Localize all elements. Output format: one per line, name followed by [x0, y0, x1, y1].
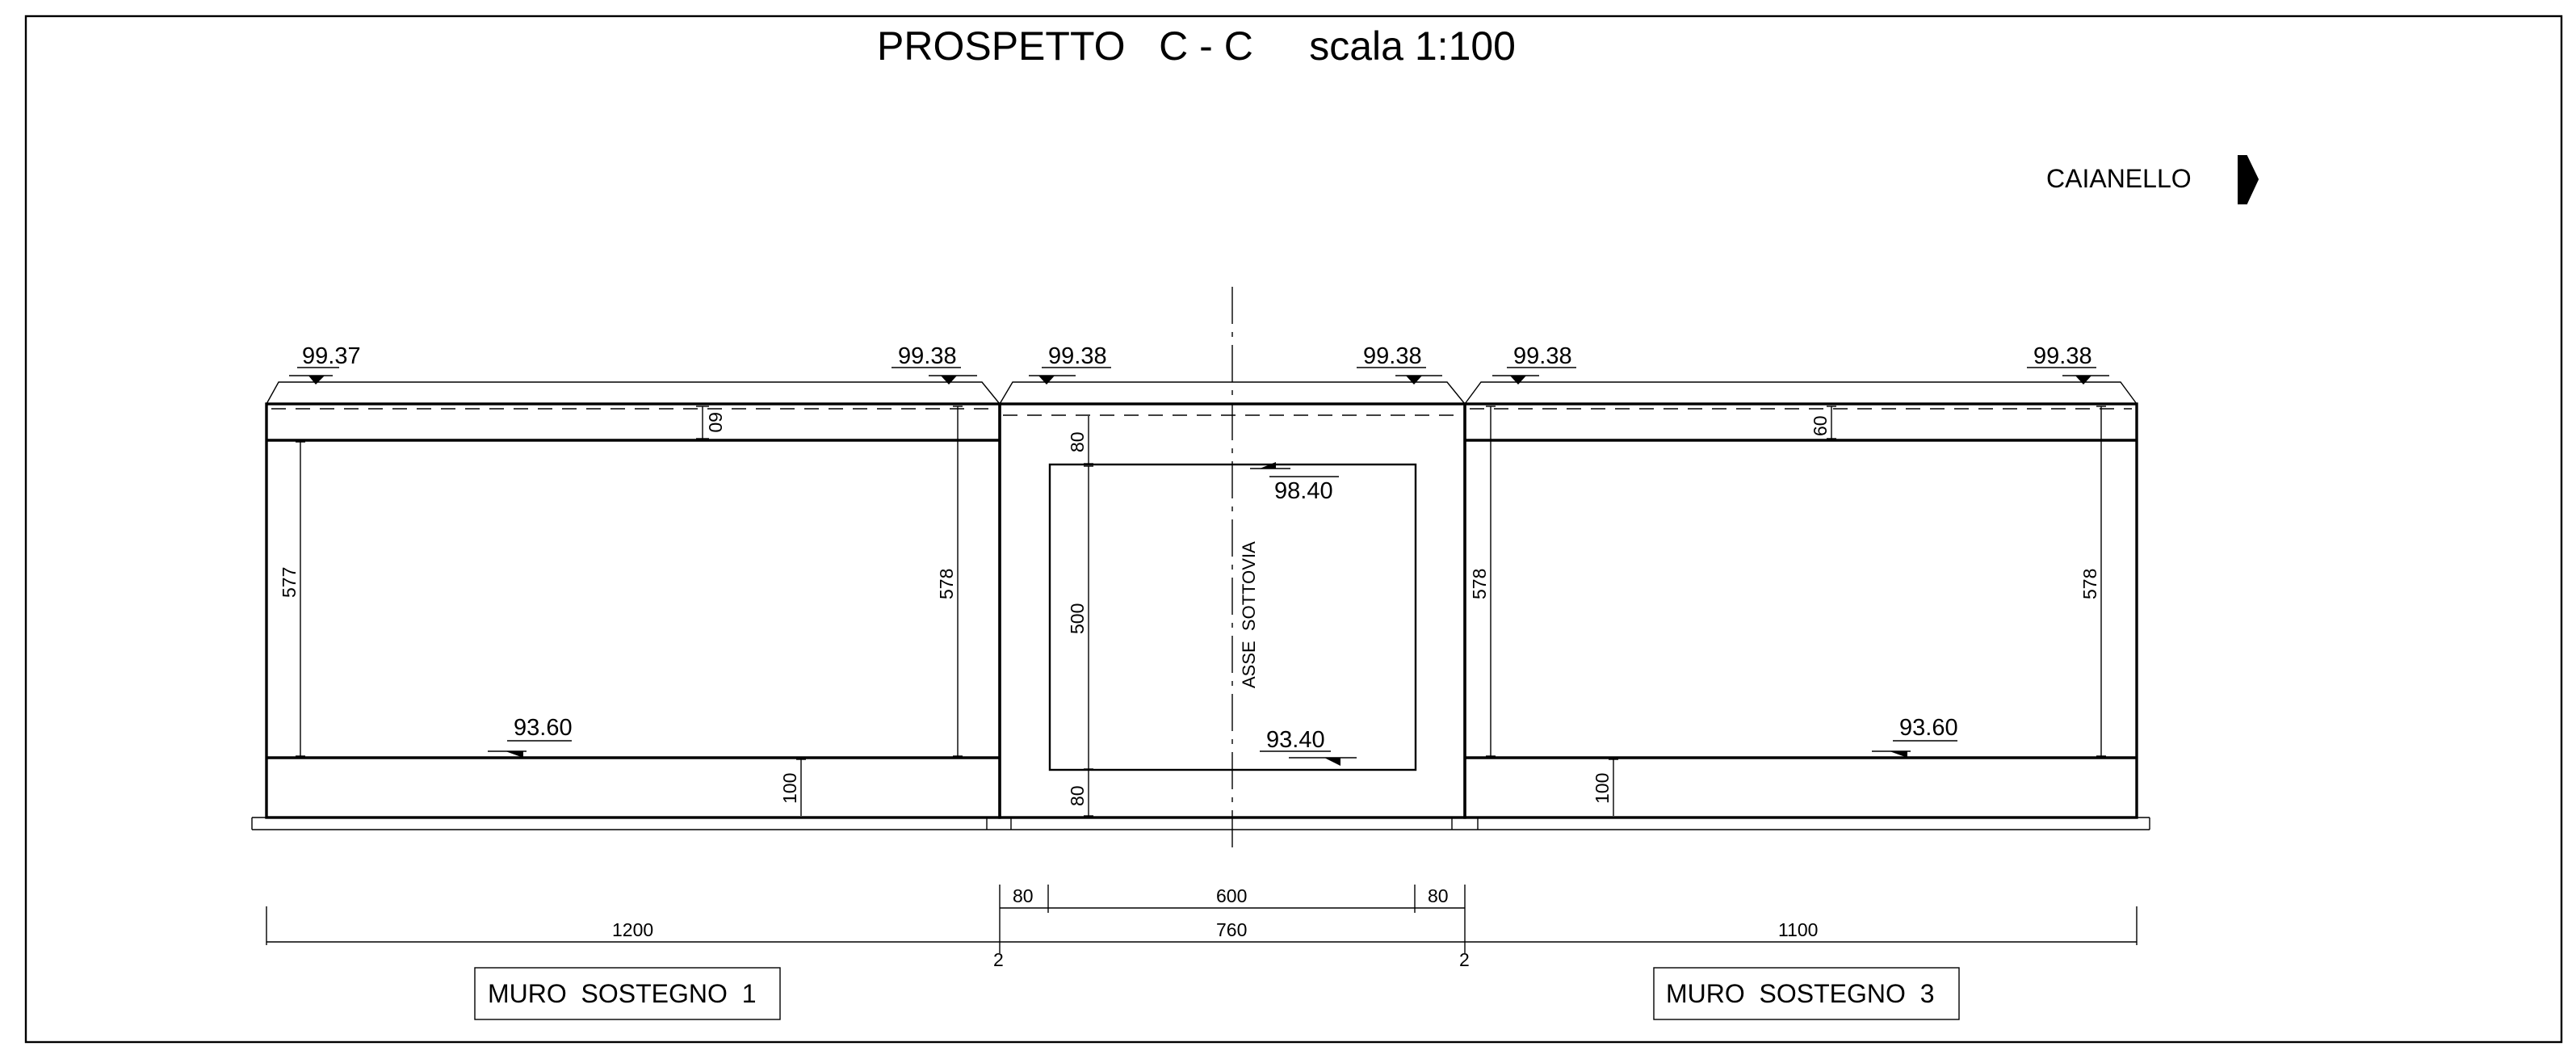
- dimension-line: 100: [1592, 759, 1618, 816]
- dimension-line: 760: [1000, 919, 1465, 943]
- dimension-line: 578: [936, 406, 963, 757]
- muro-label-text: MURO SOSTEGNO 3: [1666, 979, 1934, 1008]
- dimension-line: 80: [1415, 885, 1465, 909]
- underpass-axis: ASSE SOTTOVIA: [1231, 287, 1259, 852]
- dimension-line: 1200: [266, 919, 1000, 943]
- dimension-value: 100: [1592, 773, 1613, 804]
- dimension-value: 1100: [1778, 919, 1818, 940]
- elevation-value: 99.38: [2033, 343, 2092, 369]
- dimension-value: 80: [1067, 785, 1088, 806]
- axis-label: ASSE SOTTOVIA: [1239, 541, 1259, 688]
- dimension-value: 1200: [612, 919, 653, 940]
- dimension-line: 100: [779, 759, 806, 816]
- vertical-dimensions: 60 577 578 100 80: [279, 406, 2106, 817]
- elevation-value: 99.37: [302, 343, 361, 369]
- dimension-line: 577: [279, 441, 305, 757]
- dimension-value: 577: [279, 567, 300, 598]
- muro-label-left: MURO SOSTEGNO 1: [474, 967, 781, 1020]
- elevation-marker: 99.38: [1492, 343, 1576, 385]
- dimension-line: 60: [1810, 406, 1836, 439]
- elevation-marker: 99.37: [289, 343, 361, 385]
- dimension-line: 80: [1067, 771, 1093, 817]
- elevation-marker: 99.38: [1357, 343, 1442, 385]
- elevation-marker: 99.38: [892, 343, 977, 385]
- dimension-value: 2: [993, 949, 1004, 970]
- dimension-value: 600: [1216, 885, 1247, 906]
- direction-label: CAIANELLO: [2046, 164, 2192, 193]
- dimension-value: 100: [779, 773, 800, 804]
- dimension-line: 500: [1067, 465, 1093, 770]
- dimension-value: 500: [1067, 603, 1088, 634]
- elevation-value: 93.40: [1266, 727, 1325, 753]
- elevation-marker: 93.60: [1872, 715, 1958, 758]
- elevation-value: 93.60: [514, 715, 573, 741]
- direction-indicator: CAIANELLO: [2046, 155, 2259, 204]
- sheet-border: [24, 15, 2563, 1044]
- right-retaining-wall: [1463, 381, 2138, 819]
- elevation-marker: 99.38: [1029, 343, 1111, 385]
- elevation-marker: 99.38: [2027, 343, 2109, 385]
- dimension-value: 80: [1013, 885, 1034, 906]
- dimension-line: 1100: [1465, 919, 2137, 943]
- dimension-line: 60: [696, 406, 726, 439]
- dimension-value: 760: [1216, 919, 1247, 940]
- dimension-line: 80: [1000, 885, 1048, 909]
- drawing-title: PROSPETTO C - C scala 1:100: [877, 23, 1516, 69]
- dimension-value: 2: [1459, 949, 1470, 970]
- dimension-value: 578: [2079, 569, 2100, 599]
- elevation-value: 93.60: [1899, 715, 1958, 741]
- left-retaining-wall: [265, 381, 1001, 819]
- dimension-value: 578: [1469, 569, 1490, 599]
- dimension-line: 600: [1048, 885, 1415, 909]
- dimension-line: 578: [1469, 406, 1496, 757]
- dimension-value: 80: [1428, 885, 1449, 906]
- dimension-value: 80: [1067, 431, 1088, 452]
- dimension-value: 60: [705, 412, 726, 433]
- ground-strip: [251, 817, 2150, 830]
- elevation-value: 99.38: [1363, 343, 1422, 369]
- direction-arrow-icon: [2238, 155, 2259, 204]
- elevation-value: 99.38: [898, 343, 957, 369]
- dimension-value: 578: [936, 569, 957, 599]
- elevation-value: 99.38: [1513, 343, 1572, 369]
- elevation-marker: 98.40: [1250, 462, 1339, 504]
- muro-label-text: MURO SOSTEGNO 1: [488, 979, 756, 1008]
- horizontal-dimensions: 80 600 80 1200 760 1100 2 2: [266, 885, 2138, 970]
- elevation-markers: 99.37 99.38 99.38 99.38 99.38: [289, 343, 2109, 766]
- dimension-line: 578: [2079, 406, 2106, 757]
- elevation-marker: 93.60: [488, 715, 573, 758]
- dimension-value: 60: [1810, 415, 1831, 436]
- elevation-marker: 93.40: [1260, 727, 1357, 766]
- dimension-line: 80: [1067, 416, 1093, 464]
- elevation-value: 98.40: [1274, 478, 1333, 504]
- elevation-value: 99.38: [1048, 343, 1107, 369]
- muro-label-right: MURO SOSTEGNO 3: [1653, 967, 1960, 1020]
